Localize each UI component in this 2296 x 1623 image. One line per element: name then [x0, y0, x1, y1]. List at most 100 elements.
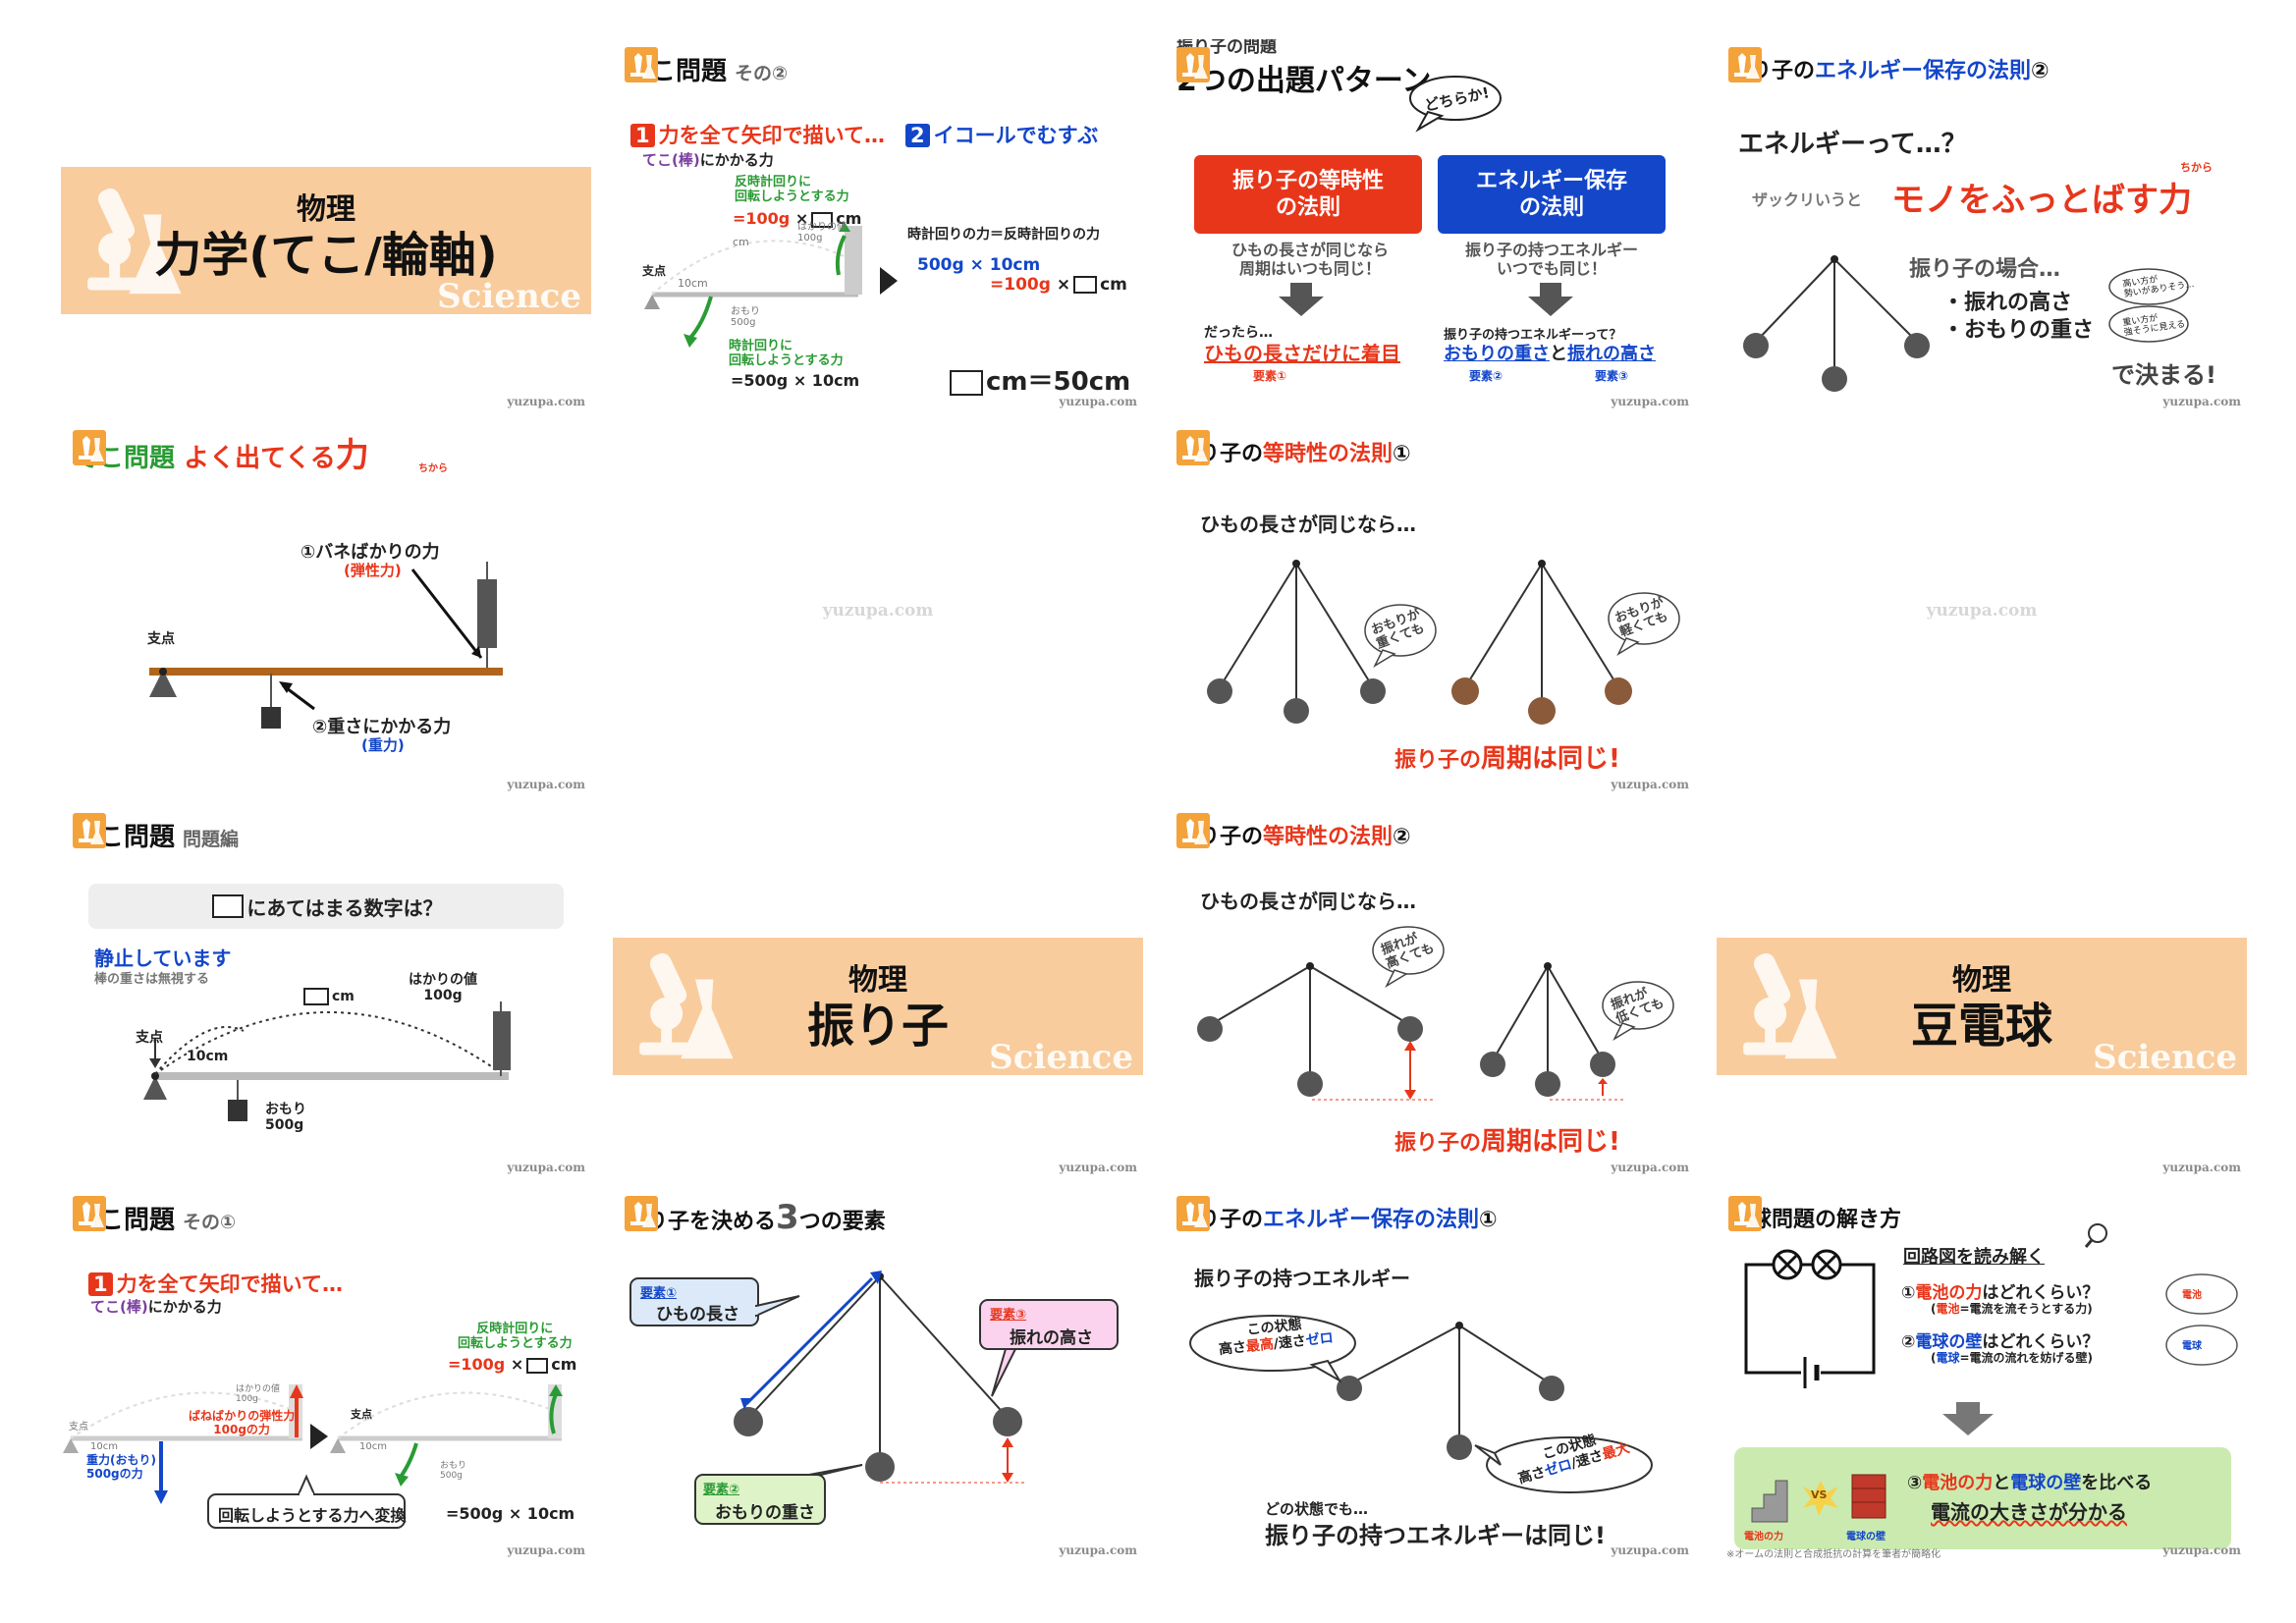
pattern-energy: エネルギー保存 の法則	[1438, 155, 1666, 234]
gravity-label: 重力(おもり) 500gの力	[86, 1453, 156, 1481]
watermark: yuzupa.com	[507, 1161, 585, 1174]
weight-label: おもり 500g	[440, 1461, 467, 1481]
point-weight: ・おもりの重さ	[1942, 318, 2095, 343]
slide-lever-problem: てこ問題問題編 にあてはまる数字は？ 静止しています 棒の重さは無視する cm …	[61, 805, 591, 1178]
slide-header: てこ問題その②	[625, 47, 788, 90]
equation-line-1: 500g × 10cm	[917, 255, 1041, 275]
down-arrows	[1279, 283, 1573, 316]
gravity-sub: (重力)	[361, 736, 405, 754]
element-1-tag: 要素①	[1253, 369, 1287, 383]
slide-header: てこ問題 よく出てくる力	[73, 430, 369, 475]
spring-force-label: ①バネばかりの力	[301, 542, 440, 563]
pendulum-pair	[1207, 560, 1680, 725]
distance-label-2: 10cm	[359, 1441, 387, 1452]
watermark: yuzupa.com	[507, 778, 585, 791]
slide-subtitle: その①	[183, 1211, 237, 1233]
slide-header: 振り子のエネルギー保存の法則②	[1728, 47, 2050, 90]
counter-force-label: 反時計回りに 回転しようとする力	[735, 175, 849, 204]
slide-title: 2つの出題パターン	[1176, 64, 1432, 98]
slide-cover-mechanics: 物理 力学(てこ/輪軸) Science yuzupa.com	[61, 39, 591, 412]
slide-cover-pendulum: 物理 振り子 Science yuzupa.com	[613, 805, 1143, 1178]
point-height: ・振れの高さ	[1942, 291, 2073, 315]
static-sub: 棒の重さは無視する	[94, 972, 210, 987]
speech-bubble	[1409, 76, 1502, 133]
counter-expr: =100g ×cm	[448, 1355, 577, 1374]
fulcrum-label-2: 支点	[351, 1408, 372, 1421]
element-3-tag: 要素③	[990, 1308, 1027, 1323]
desc-right: 振り子の持つエネルギー いつでも同じ！	[1464, 241, 1638, 278]
vs-label: VS	[1811, 1488, 1828, 1501]
blank-box	[950, 369, 983, 396]
ruby: ちから	[418, 463, 448, 474]
cover-title: 力学(てこ/輪軸)	[154, 228, 498, 283]
spring-force-sub: (弾性力)	[344, 562, 402, 579]
element-2-tag: 要素②	[1469, 369, 1503, 383]
pendulum-pair	[1197, 926, 1674, 1101]
case-label: 振り子の場合…	[1909, 257, 2061, 282]
equation-title: 時計回りの力＝反時計回りの力	[907, 227, 1100, 243]
lever-diagram	[149, 562, 503, 729]
cover-category: 物理	[848, 963, 907, 998]
slide-header: てこ問題問題編	[73, 813, 239, 856]
watermark: yuzupa.com	[1611, 395, 1689, 408]
desc-left: ひもの長さが同じなら 周期はいつも同じ！	[1230, 241, 1389, 278]
science-label: Science	[437, 277, 581, 316]
fulcrum-label: 支点	[642, 264, 667, 278]
clock-force-label: 時計回りに 回転しようとする力	[729, 339, 844, 368]
watermark: yuzupa.com	[2162, 1543, 2241, 1557]
cover-category: 物理	[1952, 963, 2011, 998]
blank-box	[212, 894, 245, 918]
center-watermark: yuzupa.com	[822, 601, 934, 621]
blank-box	[1073, 276, 1098, 294]
slide-header: 振り子のエネルギー保存の法則①	[1176, 1196, 1498, 1239]
question-2-sub: (電球=電流の流れを妨げる壁)	[1931, 1351, 2094, 1365]
circuit-diagram	[1734, 1223, 2238, 1549]
battery-caption: 電池の力	[1744, 1532, 1783, 1542]
cover-category: 物理	[297, 192, 355, 227]
footer-lead: どの状態でも…	[1265, 1500, 1369, 1518]
watermark: yuzupa.com	[507, 1543, 585, 1557]
element-3-tag: 要素③	[1595, 369, 1629, 383]
static-label: 静止しています	[94, 947, 232, 970]
energy-question: エネルギーって…？	[1738, 130, 1967, 159]
scale-label: はかりの値 100g	[797, 222, 847, 243]
gravity-label: ②重さにかかる力	[312, 717, 452, 737]
element-1: ひもの長さ	[656, 1305, 739, 1325]
slide-lever-forces: てこ問題 よく出てくる力 ちから ①バネばかりの力 (弾性力) 支点 ②重さにか…	[61, 422, 591, 795]
slide-three-elements: 振り子を決める3つの要素 要素① ひもの長さ 要素③ 振れの高さ 要素② おもり…	[613, 1188, 1143, 1561]
roughly-label: ザックリいうと	[1752, 190, 1863, 209]
science-label: Science	[989, 1038, 1133, 1077]
cover-title: 豆電球	[1910, 999, 2052, 1054]
fulcrum-label: 支点	[147, 631, 175, 647]
lever-diagram	[644, 222, 898, 348]
element-3: 振れの高さ	[1010, 1328, 1093, 1348]
slide-subtitle: 問題編	[183, 828, 240, 850]
decided-label: で決まる!	[2111, 361, 2216, 389]
lever-diagrams	[63, 1384, 563, 1529]
lead-text: 振り子の持つエネルギー	[1194, 1267, 1410, 1290]
bulb-badge: 電球	[2182, 1341, 2202, 1352]
question-3-result: 電流の大きさが分かる	[1931, 1500, 2127, 1524]
pendulum-diagram	[1743, 255, 2189, 392]
element-2-tag: 要素②	[703, 1483, 740, 1497]
watermark: yuzupa.com	[1059, 1543, 1137, 1557]
battery-stairs-icon	[1751, 1480, 1788, 1523]
slide-header: 振り子の等時性の法則①	[1176, 430, 1411, 473]
answer: cm＝50cm	[947, 361, 1130, 398]
lever-note: てこ(棒)にかかる力	[90, 1298, 222, 1316]
read-circuit: 回路図を読み解く	[1903, 1247, 2045, 1268]
blank-box	[526, 1357, 549, 1374]
slide-subtitle: その②	[735, 62, 789, 84]
counter-expr: =100g ×cm	[733, 209, 862, 228]
clock-expr: =500g × 10cm	[446, 1504, 575, 1523]
watermark: yuzupa.com	[1611, 1161, 1689, 1174]
slide-energy-2: 振り子のエネルギー保存の法則② エネルギーって…？ ザックリいうと ちから モノ…	[1717, 39, 2247, 412]
pendulum-diagram	[629, 1271, 1119, 1525]
element-2: おもりの重さ	[715, 1503, 815, 1523]
slide-blank-1: yuzupa.com	[613, 422, 1143, 795]
